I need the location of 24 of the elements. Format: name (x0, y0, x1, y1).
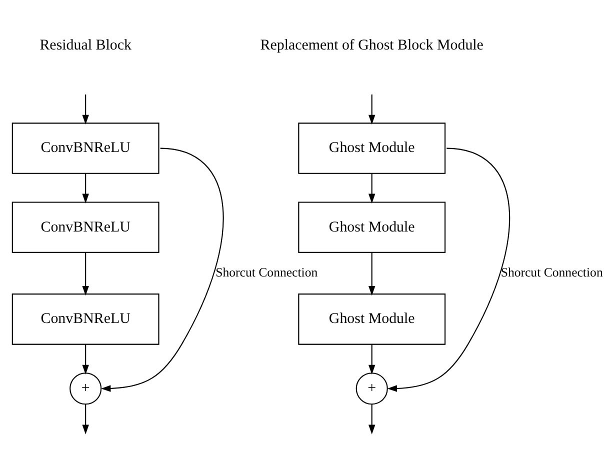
arrow (82, 404, 89, 434)
arrow (82, 252, 89, 296)
node-box: Ghost Module (298, 122, 446, 174)
label: Residual Block (40, 36, 132, 53)
arrow (82, 94, 89, 124)
arrow (368, 344, 376, 374)
node-circle: + (356, 372, 388, 404)
arrow (82, 344, 89, 374)
arrow (82, 173, 89, 203)
node-box: Ghost Module (298, 201, 446, 252)
node-box: ConvBNReLU (12, 122, 160, 174)
arrow (368, 404, 376, 434)
arrow (368, 252, 376, 296)
node-circle: + (70, 372, 102, 404)
arrow (101, 147, 224, 392)
edge-label: Shorcut Connection (216, 265, 318, 280)
node-box: Ghost Module (298, 293, 446, 344)
arrow (387, 147, 510, 392)
node-box: ConvBNReLU (12, 293, 160, 344)
arrow (368, 173, 376, 203)
node-box: ConvBNReLU (12, 201, 160, 252)
label: Replacement of Ghost Block Module (260, 36, 484, 53)
arrow (368, 94, 376, 124)
edge-label: Shorcut Connection (500, 265, 603, 280)
